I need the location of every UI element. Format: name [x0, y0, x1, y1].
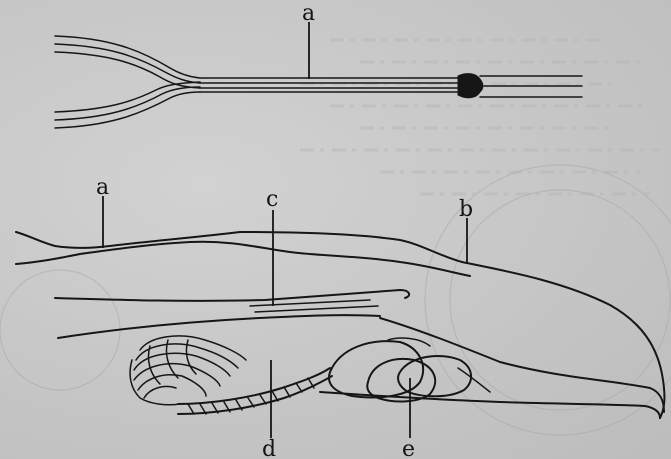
- upper-tube: [200, 78, 462, 92]
- lower-label-e: e: [402, 437, 415, 459]
- inner-band-lower: [58, 315, 380, 338]
- upper-label-a: a: [302, 1, 315, 26]
- snout-lower-edge: [320, 392, 660, 418]
- outer-dorsal-contour: [16, 232, 664, 418]
- inner-band-upper: [55, 290, 409, 301]
- coiled-loops: [130, 336, 246, 405]
- upper-tube-joint: [458, 74, 483, 98]
- upper-fork-upper-branch: [55, 36, 200, 78]
- upper-drawing: a: [55, 1, 582, 128]
- lower-drawing: a b c d e: [16, 175, 664, 459]
- twisted-duct-upper: [178, 368, 330, 404]
- lower-label-b: b: [459, 197, 473, 222]
- lower-label-c: c: [266, 187, 278, 212]
- lower-label-a: a: [96, 175, 109, 200]
- lower-label-d: d: [262, 437, 276, 459]
